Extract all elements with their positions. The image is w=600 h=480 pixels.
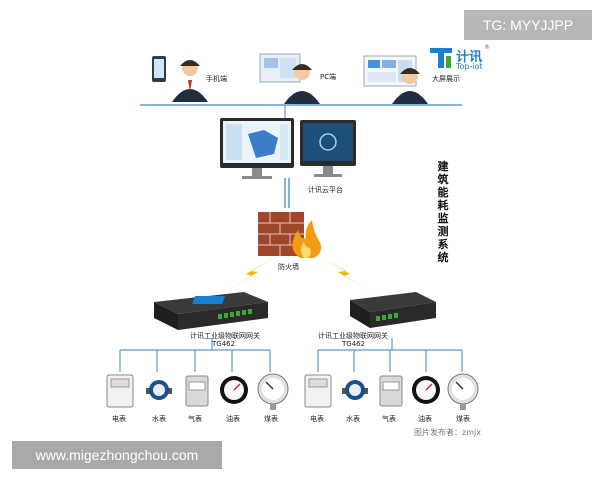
system-title: 建筑能耗监测系统 [437,160,449,264]
user-label-pc: PC端 [320,73,337,81]
site-watermark: www.migezhongchou.com [12,441,222,469]
gateway-device-left [154,292,268,330]
meter-label: 水表 [346,415,360,423]
telegram-watermark: TG: MYYJJPP [464,10,592,40]
image-credit: 图片发布者：zmjx [414,428,481,437]
meter-label: 煤表 [456,415,470,423]
water-meter-icon [146,380,172,400]
meter-label: 油表 [226,415,240,423]
pc-user-figure [259,53,320,104]
mobile-user-figure [152,56,208,102]
logo-name: 计讯 [456,50,483,65]
registered-mark: ® [484,44,490,51]
meter-label: 水表 [152,415,166,423]
gateway-left-label: 计讯工业级物联网网关 [190,332,260,340]
meter-label: 电表 [112,415,126,423]
meter-label: 电表 [310,415,324,423]
gas-meter-icon [185,375,209,407]
user-label-bigscreen-1: 大屏展示 [432,74,460,84]
meter-label: 气表 [188,415,202,423]
big-screen-user-figure [363,55,428,104]
oil-meter-icon [412,376,440,404]
gateway-right-model: TG462 [342,340,366,348]
meter-label: 油表 [418,415,432,423]
meter-label: 煤表 [264,415,278,423]
gateway-device-right [350,292,436,328]
gas-meter-icon [379,375,403,407]
user-label-mobile: 手机端 [206,75,227,83]
electric-meter-icon [304,374,332,408]
water-meter-icon [342,380,368,400]
gateway-right-label: 计讯工业级物联网网关 [318,332,388,340]
gateway-left-model: TG462 [212,340,236,348]
firewall-label: 防火墙 [278,263,299,271]
electric-meter-icon [106,374,134,408]
user-label-bigscreen: 大屏展示 [432,75,460,83]
platform-label: 计讯云平台 [308,186,343,194]
logo-subtitle: Top-iot [456,62,483,71]
topiot-logo-icon [430,48,452,68]
firewall-icon [258,212,322,258]
cloud-platform-monitors [220,118,356,179]
meter-label: 气表 [382,415,396,423]
coal-meter-icon [257,373,289,410]
coal-meter-icon [447,373,479,410]
oil-meter-icon [220,376,248,404]
